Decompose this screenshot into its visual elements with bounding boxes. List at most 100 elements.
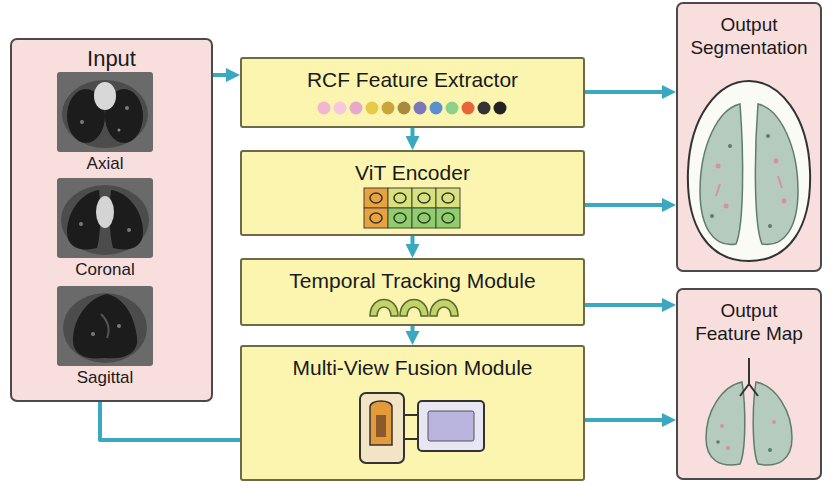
patch-grid-part [388, 208, 412, 228]
lung-feature-map-part [740, 358, 758, 396]
ct-slice-image-part [63, 293, 147, 363]
tracking-shapes-part [370, 300, 398, 317]
lung-segmentation-part [700, 104, 743, 244]
process-box: Temporal Tracking Module [240, 258, 585, 326]
patch-grid-part [418, 193, 430, 203]
feature-dots-part [334, 102, 347, 115]
ct-slice-image-part [57, 178, 153, 258]
flow-arrow [411, 236, 415, 244]
fusion-machine-part [418, 401, 484, 451]
lung-segmentation-part [768, 224, 772, 228]
fusion-machine-part [360, 393, 404, 463]
feature-dots-part [382, 102, 395, 115]
ct-slice-image-part [79, 222, 83, 226]
feature-dots-part [318, 102, 331, 115]
ct-slice-image-part [110, 190, 143, 249]
ct-slice-image-part [96, 196, 114, 228]
feature-dots-part [398, 102, 411, 115]
lung-feature-map-part [768, 448, 772, 452]
fusion-machine [242, 385, 583, 475]
patch-grid-part [394, 213, 406, 223]
ct-slice-image-part [94, 82, 116, 110]
ct-slice-image-part [73, 294, 137, 358]
node-label: Output Segmentation [687, 14, 812, 60]
ct-slice-image-part [67, 190, 100, 249]
lung-feature-map-part [772, 420, 776, 424]
node-label: Temporal Tracking Module [289, 268, 535, 293]
ct-slice-image [57, 286, 153, 366]
lung-feature-map [678, 356, 820, 472]
patch-grid-part [388, 188, 412, 208]
lung-feature-map-part [726, 446, 730, 450]
input-panel: Axial Coronal Sagittal Input [10, 38, 213, 402]
ct-slice-image-part [117, 324, 121, 328]
feature-dots-part [494, 102, 507, 115]
output-box: Output Segmentation [676, 2, 822, 272]
flow-arrow [585, 418, 662, 422]
flow-arrow [585, 303, 662, 307]
image-tile: Axial [57, 72, 153, 179]
process-box: Multi-View Fusion Module [240, 345, 585, 481]
patch-grid-part [412, 208, 436, 228]
lung-segmentation-part [766, 134, 770, 138]
node-label: ViT Encoder [355, 160, 470, 185]
flow-arrow [585, 203, 662, 207]
fusion-machine-part [376, 415, 386, 437]
fusion-machine-part [404, 438, 418, 440]
patch-grid-part [394, 193, 406, 203]
lung-segmentation-part [755, 104, 798, 244]
fusion-machine-part [370, 401, 392, 445]
ct-slice-image-part [80, 120, 84, 124]
ct-slice-image-part [127, 228, 131, 232]
patch-grid-part [418, 213, 430, 223]
process-box: RCF Feature Extractor [240, 57, 585, 128]
feature-dots-part [366, 102, 379, 115]
image-tile: Coronal [57, 178, 153, 285]
patch-grid-part [370, 213, 382, 223]
ct-slice-image-part [101, 314, 109, 338]
patch-grid-part [442, 193, 454, 203]
feature-dots-part [350, 102, 363, 115]
flow-arrow [213, 73, 226, 77]
process-box: ViT Encoder [240, 150, 585, 236]
lung-segmentation-part [716, 184, 720, 196]
lung-segmentation-part [710, 214, 714, 218]
patch-grid-part [436, 208, 460, 228]
ct-slice-image-part [118, 129, 121, 132]
node-label: Output Feature Map [687, 300, 812, 346]
ct-slice-image [57, 178, 153, 258]
lung-segmentation-part [774, 159, 779, 164]
ct-slice-image-part [125, 106, 129, 110]
feature-dots-part [446, 102, 459, 115]
patch-grid-part [370, 193, 382, 203]
node-label: RCF Feature Extractor [307, 67, 518, 92]
fusion-machine-part [428, 411, 474, 441]
lung-segmentation-part [728, 144, 732, 148]
lung-feature-map-part [716, 440, 720, 444]
node-label: Input [87, 46, 136, 72]
node-label: Sagittal [77, 368, 134, 388]
node-label: Multi-View Fusion Module [292, 355, 532, 380]
lung-segmentation-part [716, 164, 721, 169]
ct-slice-image [57, 72, 153, 152]
patch-grid-part [442, 213, 454, 223]
ct-slice-image-part [57, 286, 153, 366]
patch-grid [242, 186, 583, 230]
patch-grid-part [364, 188, 388, 208]
node-label: Coronal [75, 260, 135, 280]
flow-arrow [411, 128, 415, 136]
fusion-machine-part [404, 414, 418, 416]
flow-arrow [585, 90, 662, 94]
ct-slice-image-part [62, 80, 148, 148]
output-box: Output Feature Map [676, 288, 822, 480]
image-tile: Sagittal [57, 286, 153, 393]
lung-feature-map-part [706, 382, 745, 465]
lung-segmentation [678, 76, 820, 266]
feature-dots [242, 95, 583, 121]
lung-segmentation-part [778, 176, 782, 188]
patch-grid-part [412, 188, 436, 208]
lung-segmentation-part [724, 204, 729, 209]
lung-feature-map-part [720, 424, 724, 428]
flow-arrow [411, 326, 415, 331]
patch-grid-part [364, 208, 388, 228]
